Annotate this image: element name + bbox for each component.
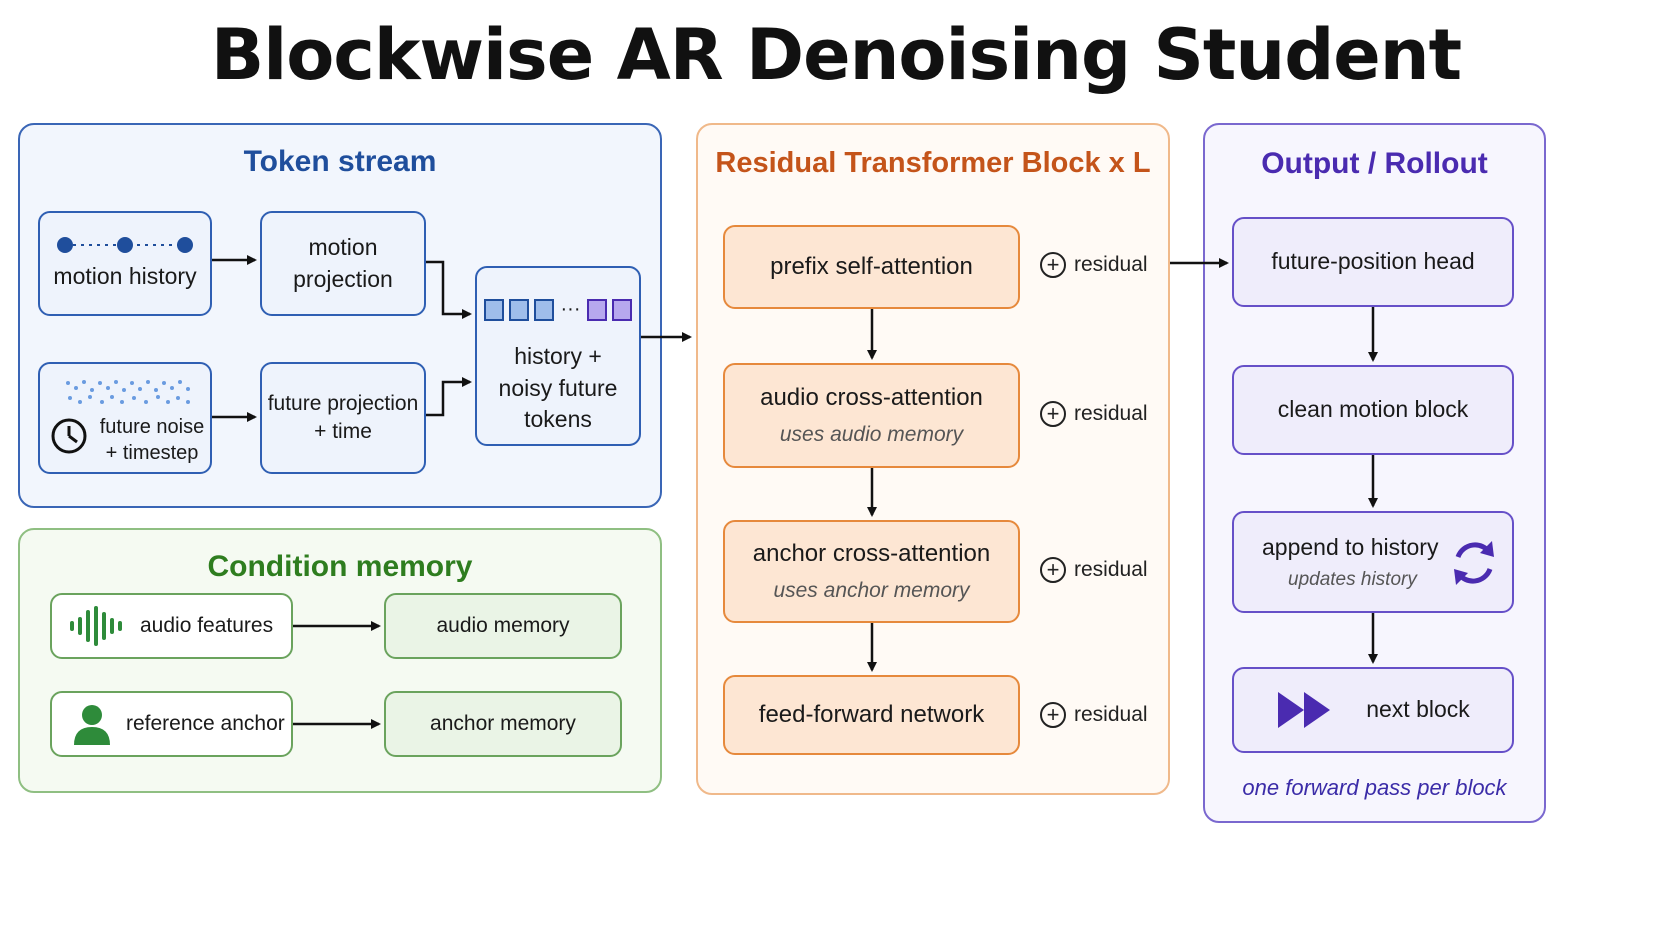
residual-1: + residual	[1040, 252, 1148, 278]
ellipsis: ···	[560, 298, 581, 320]
tokens-box: ··· history + noisy future tokens	[475, 266, 641, 446]
future-projection-label: future projection + time	[267, 391, 419, 443]
plus-circle-icon: +	[1040, 401, 1066, 427]
motion-projection-label: motion projection	[293, 234, 393, 292]
audio-cross-attention-sub: uses audio memory	[779, 422, 964, 446]
append-to-history-box: append to history updates history	[1232, 511, 1514, 613]
condition-memory-title: Condition memory	[207, 550, 473, 583]
audio-cross-attention-box: audio cross-attention uses audio memory	[723, 363, 1020, 468]
future-position-head-label: future-position head	[1271, 248, 1475, 275]
output-title: Output / Rollout	[1261, 147, 1488, 180]
noise-icon	[66, 380, 190, 404]
plus-circle-icon: +	[1040, 252, 1066, 278]
audio-cross-attention-label: audio cross-attention	[760, 384, 983, 412]
audio-memory-box: audio memory	[384, 593, 622, 659]
next-block-box: next block	[1232, 667, 1514, 753]
future-noise-label: future noise + timestep	[99, 416, 205, 464]
fast-forward-icon	[1278, 692, 1331, 728]
future-noise-box: future noise + timestep	[38, 362, 212, 474]
clean-motion-block-box: clean motion block	[1232, 365, 1514, 455]
reference-anchor-box: reference anchor	[50, 691, 293, 757]
feed-forward-label: feed-forward network	[758, 700, 985, 728]
residual-label: residual	[1074, 253, 1148, 276]
clock-icon	[49, 416, 89, 464]
plus-circle-icon: +	[1040, 702, 1066, 728]
residual-label: residual	[1074, 703, 1148, 726]
plus-circle-icon: +	[1040, 557, 1066, 583]
residual-2: + residual	[1040, 401, 1148, 427]
motion-history-box: motion history	[38, 211, 212, 316]
anchor-cross-attention-sub: uses anchor memory	[773, 578, 970, 602]
audio-memory-label: audio memory	[436, 613, 570, 637]
residual-4: + residual	[1040, 702, 1148, 728]
dots-line-icon	[57, 236, 193, 253]
tokens-label: history + noisy future tokens	[498, 343, 618, 433]
refresh-icon	[1454, 541, 1494, 585]
prefix-self-attention-box: prefix self-attention	[723, 225, 1020, 309]
append-to-history-label: append to history	[1262, 533, 1439, 560]
waveform-icon	[70, 606, 122, 646]
page-title: Blockwise AR Denoising Student	[210, 14, 1462, 96]
anchor-cross-attention-box: anchor cross-attention uses anchor memor…	[723, 520, 1020, 623]
motion-history-label: motion history	[53, 262, 197, 289]
arrow-future-proj-to-tokens	[426, 377, 472, 417]
clean-motion-block-label: clean motion block	[1277, 396, 1469, 423]
person-icon	[74, 705, 110, 745]
audio-features-box: audio features	[50, 593, 293, 659]
arrow-motion-proj-to-tokens	[426, 260, 472, 319]
append-to-history-sub: updates history	[1288, 568, 1417, 590]
residual-3: + residual	[1040, 557, 1148, 583]
reference-anchor-label: reference anchor	[126, 711, 285, 735]
future-projection-box: future projection + time	[260, 362, 426, 474]
prefix-self-attention-label: prefix self-attention	[770, 252, 973, 280]
audio-features-label: audio features	[140, 613, 274, 637]
output-footer: one forward pass per block	[1242, 775, 1507, 800]
feed-forward-box: feed-forward network	[723, 675, 1020, 755]
future-position-head-box: future-position head	[1232, 217, 1514, 307]
token-squares-icon: ···	[483, 296, 633, 323]
residual-label: residual	[1074, 558, 1148, 581]
anchor-memory-label: anchor memory	[430, 711, 576, 735]
anchor-memory-box: anchor memory	[384, 691, 622, 757]
transformer-title: Residual Transformer Block x L	[715, 147, 1151, 179]
token-stream-title: Token stream	[243, 145, 437, 178]
residual-label: residual	[1074, 402, 1148, 425]
next-block-label: next block	[1366, 696, 1470, 723]
anchor-cross-attention-label: anchor cross-attention	[752, 540, 991, 568]
motion-projection-box: motion projection	[260, 211, 426, 316]
